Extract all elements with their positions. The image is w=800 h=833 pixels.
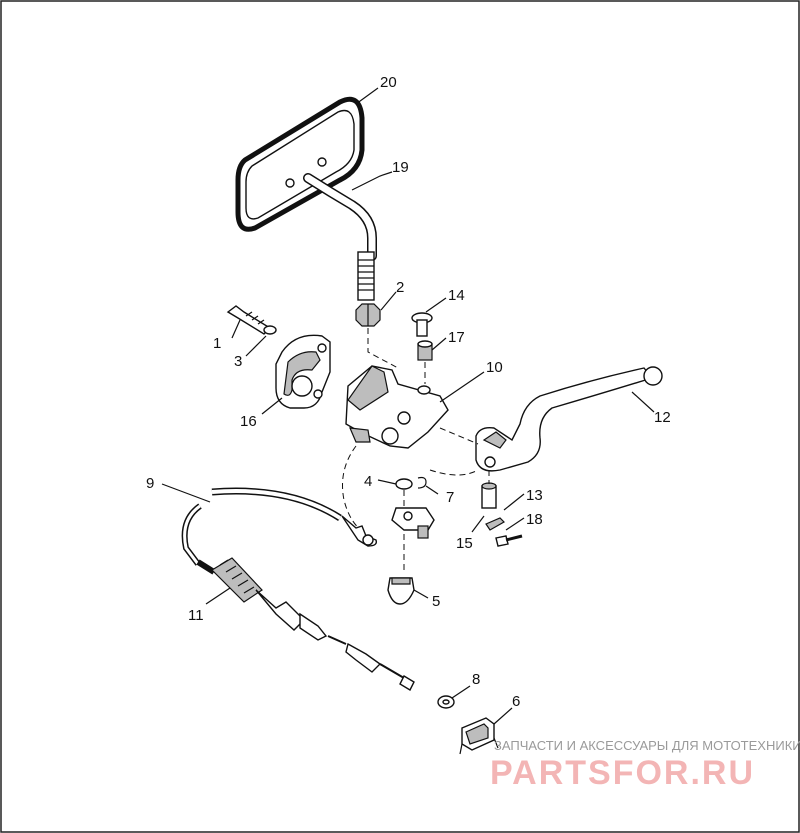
cable-end-fitting: [459, 717, 499, 755]
callout-3: 3: [234, 353, 242, 370]
callout-9: 9: [146, 475, 154, 492]
callout-13: 13: [526, 487, 543, 504]
leader-dashed: [367, 328, 399, 369]
callout-20: 20: [380, 74, 397, 91]
callout-17: 17: [448, 329, 465, 346]
lever-bushing: [481, 482, 497, 509]
callout-5: 5: [432, 593, 440, 610]
callout-labels: 20 19 2 14 1 3 17 10 12 16 9 4 7 13 18 1…: [146, 74, 671, 710]
pivot-pin: [411, 312, 433, 337]
interlock-cable: [181, 487, 378, 566]
callout-18: 18: [526, 511, 543, 528]
lever-clip: [485, 517, 505, 531]
retaining-clip: [417, 476, 427, 489]
callout-4: 4: [364, 473, 372, 490]
leader-dashed: [439, 427, 479, 445]
cable-anchor: [391, 507, 435, 539]
watermark-brand: PARTSFOR.RU: [490, 754, 755, 792]
watermark-tagline: ЗАПЧАСТИ И АКСЕССУАРЫ ДЛЯ МОТОТЕХНИКИ: [494, 738, 800, 753]
callout-19: 19: [392, 159, 409, 176]
anchor-washer: [395, 478, 413, 490]
callout-10: 10: [486, 359, 503, 376]
handlebar-clamp: [275, 334, 331, 409]
callout-leaders: [161, 87, 655, 725]
cable-end-washer: [437, 695, 455, 709]
mirror-stem: [303, 173, 377, 301]
callout-16: 16: [240, 413, 257, 430]
acorn-nut: [387, 577, 415, 605]
callout-6: 6: [512, 693, 520, 710]
clutch-lever: [475, 366, 663, 472]
callout-14: 14: [448, 287, 465, 304]
pivot-bushing: [417, 340, 433, 361]
clutch-cable: [196, 557, 415, 691]
clamp-washer: [263, 325, 277, 335]
mirror-head: [235, 96, 365, 232]
mirror-nut: [355, 303, 381, 327]
callout-11: 11: [188, 607, 204, 624]
callout-1: 1: [213, 335, 221, 352]
callout-15: 15: [456, 535, 473, 552]
cable-route-dashed: [429, 469, 479, 476]
callout-7: 7: [446, 489, 454, 506]
callout-2: 2: [396, 279, 404, 296]
callout-12: 12: [654, 409, 671, 426]
watermark: ЗАПЧАСТИ И АКСЕССУАРЫ ДЛЯ МОТОТЕХНИКИ PA…: [490, 738, 800, 792]
callout-8: 8: [472, 671, 480, 688]
lever-bracket: [345, 365, 449, 449]
adjust-screw: [495, 534, 523, 547]
